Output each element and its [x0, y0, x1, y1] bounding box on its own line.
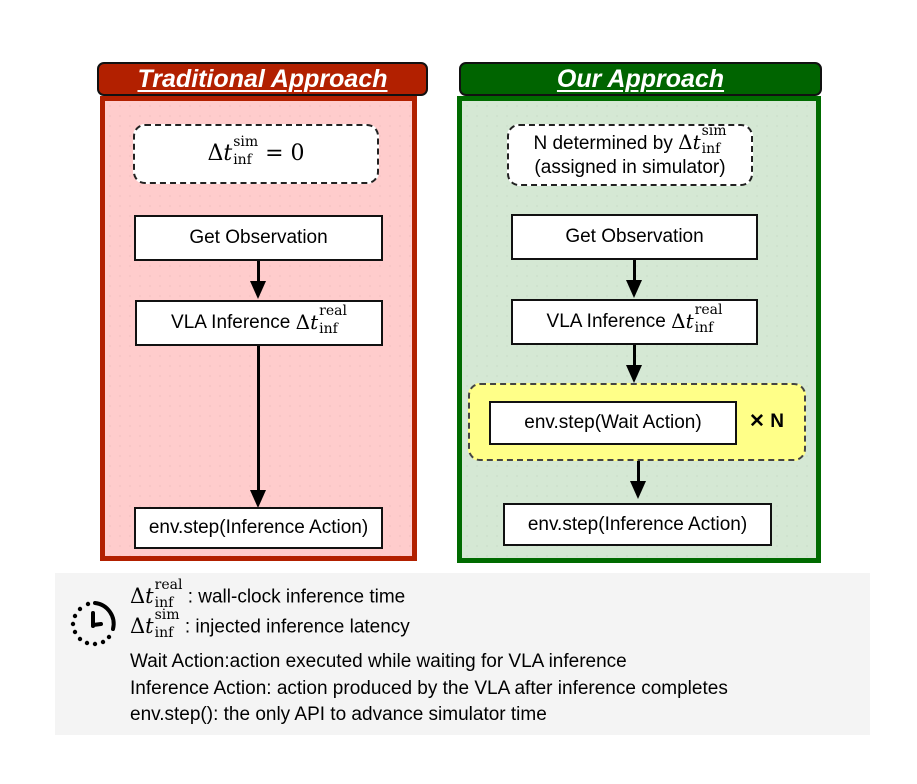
env-step-wait-label: env.step(Wait Action)	[524, 412, 702, 433]
subscript-inf: inf	[233, 152, 252, 168]
our-approach-header: Our Approach	[459, 62, 822, 96]
t-variable: t	[145, 583, 154, 608]
legend-item-inference-action: Inference Action: action produced by the…	[130, 678, 728, 700]
t-variable: t	[310, 309, 319, 334]
superscript-real: real	[694, 302, 723, 319]
get-observation-label: Get Observation	[189, 227, 328, 248]
arrow-shaft	[257, 261, 260, 283]
superscript-sim: sim	[701, 123, 727, 140]
arrow-shaft	[633, 260, 636, 282]
legend-inference-action-text: Inference Action: action produced by the…	[130, 678, 728, 699]
superscript-real: real	[154, 577, 183, 593]
env-step-wait-action-box: env.step(Wait Action)	[489, 401, 737, 445]
legend-env-step-text: env.step(): the only API to advance simu…	[130, 704, 547, 725]
arrow-shaft	[257, 346, 260, 492]
traditional-env-step-inference-box: env.step(Inference Action)	[134, 507, 383, 549]
superscript-sim: sim	[233, 134, 259, 150]
our-get-observation-box: Get Observation	[511, 214, 758, 260]
legend-item-env-step: env.step(): the only API to advance simu…	[130, 704, 547, 726]
delta-symbol: Δ	[130, 583, 146, 608]
vla-inference-label: VLA Inference	[171, 312, 296, 333]
equals-zero: = 0	[258, 141, 305, 166]
legend-wait-action-text: Wait Action:action executed while waitin…	[130, 651, 627, 672]
t-variable: t	[692, 129, 701, 154]
get-observation-label: Get Observation	[565, 226, 704, 247]
env-step-inference-label: env.step(Inference Action)	[527, 513, 748, 535]
traditional-get-observation-box: Get Observation	[134, 215, 383, 261]
subscript-inf: inf	[154, 625, 174, 641]
vla-inference-label: VLA Inference	[546, 311, 672, 332]
superscript-real: real	[319, 303, 347, 320]
our-approach-title: Our Approach	[556, 64, 725, 93]
n-determined-text: N determined by	[533, 132, 679, 154]
our-env-step-inference-box: env.step(Inference Action)	[503, 503, 772, 546]
repeat-n-label: ✕ N	[749, 410, 784, 433]
legend-sim-latency-text: : injected inference latency	[179, 616, 410, 638]
arrow-shaft	[637, 461, 640, 483]
subscript-inf: inf	[701, 141, 721, 158]
subscript-inf: inf	[154, 595, 174, 611]
delta-symbol: Δ	[207, 141, 224, 166]
subscript-inf: inf	[319, 321, 338, 338]
traditional-approach-title: Traditional Approach	[137, 64, 388, 93]
delta-symbol: Δ	[678, 129, 693, 154]
delta-symbol: Δ	[130, 613, 146, 638]
t-variable: t	[685, 308, 694, 333]
assigned-in-simulator-text: (assigned in simulator)	[534, 157, 726, 179]
arrow-down-icon	[630, 481, 646, 499]
t-variable: t	[145, 613, 154, 638]
arrow-down-icon	[250, 281, 266, 299]
arrow-down-icon	[250, 490, 266, 508]
t-variable: t	[223, 141, 233, 166]
arrow-shaft	[633, 345, 636, 367]
arrow-down-icon	[626, 365, 642, 383]
traditional-approach-header: Traditional Approach	[97, 62, 428, 96]
times-n-text: ✕ N	[749, 411, 784, 432]
superscript-sim: sim	[154, 607, 180, 623]
arrow-down-icon	[626, 280, 642, 298]
legend-item-wait-action: Wait Action:action executed while waitin…	[130, 651, 627, 673]
legend-box	[55, 573, 870, 735]
delta-symbol: Δ	[295, 309, 311, 334]
clock-icon	[68, 598, 120, 650]
delta-symbol: Δ	[671, 308, 686, 333]
subscript-inf: inf	[694, 320, 714, 337]
env-step-inference-label: env.step(Inference Action)	[148, 517, 369, 538]
legend-real-latency-text: : wall-clock inference time	[182, 586, 406, 608]
